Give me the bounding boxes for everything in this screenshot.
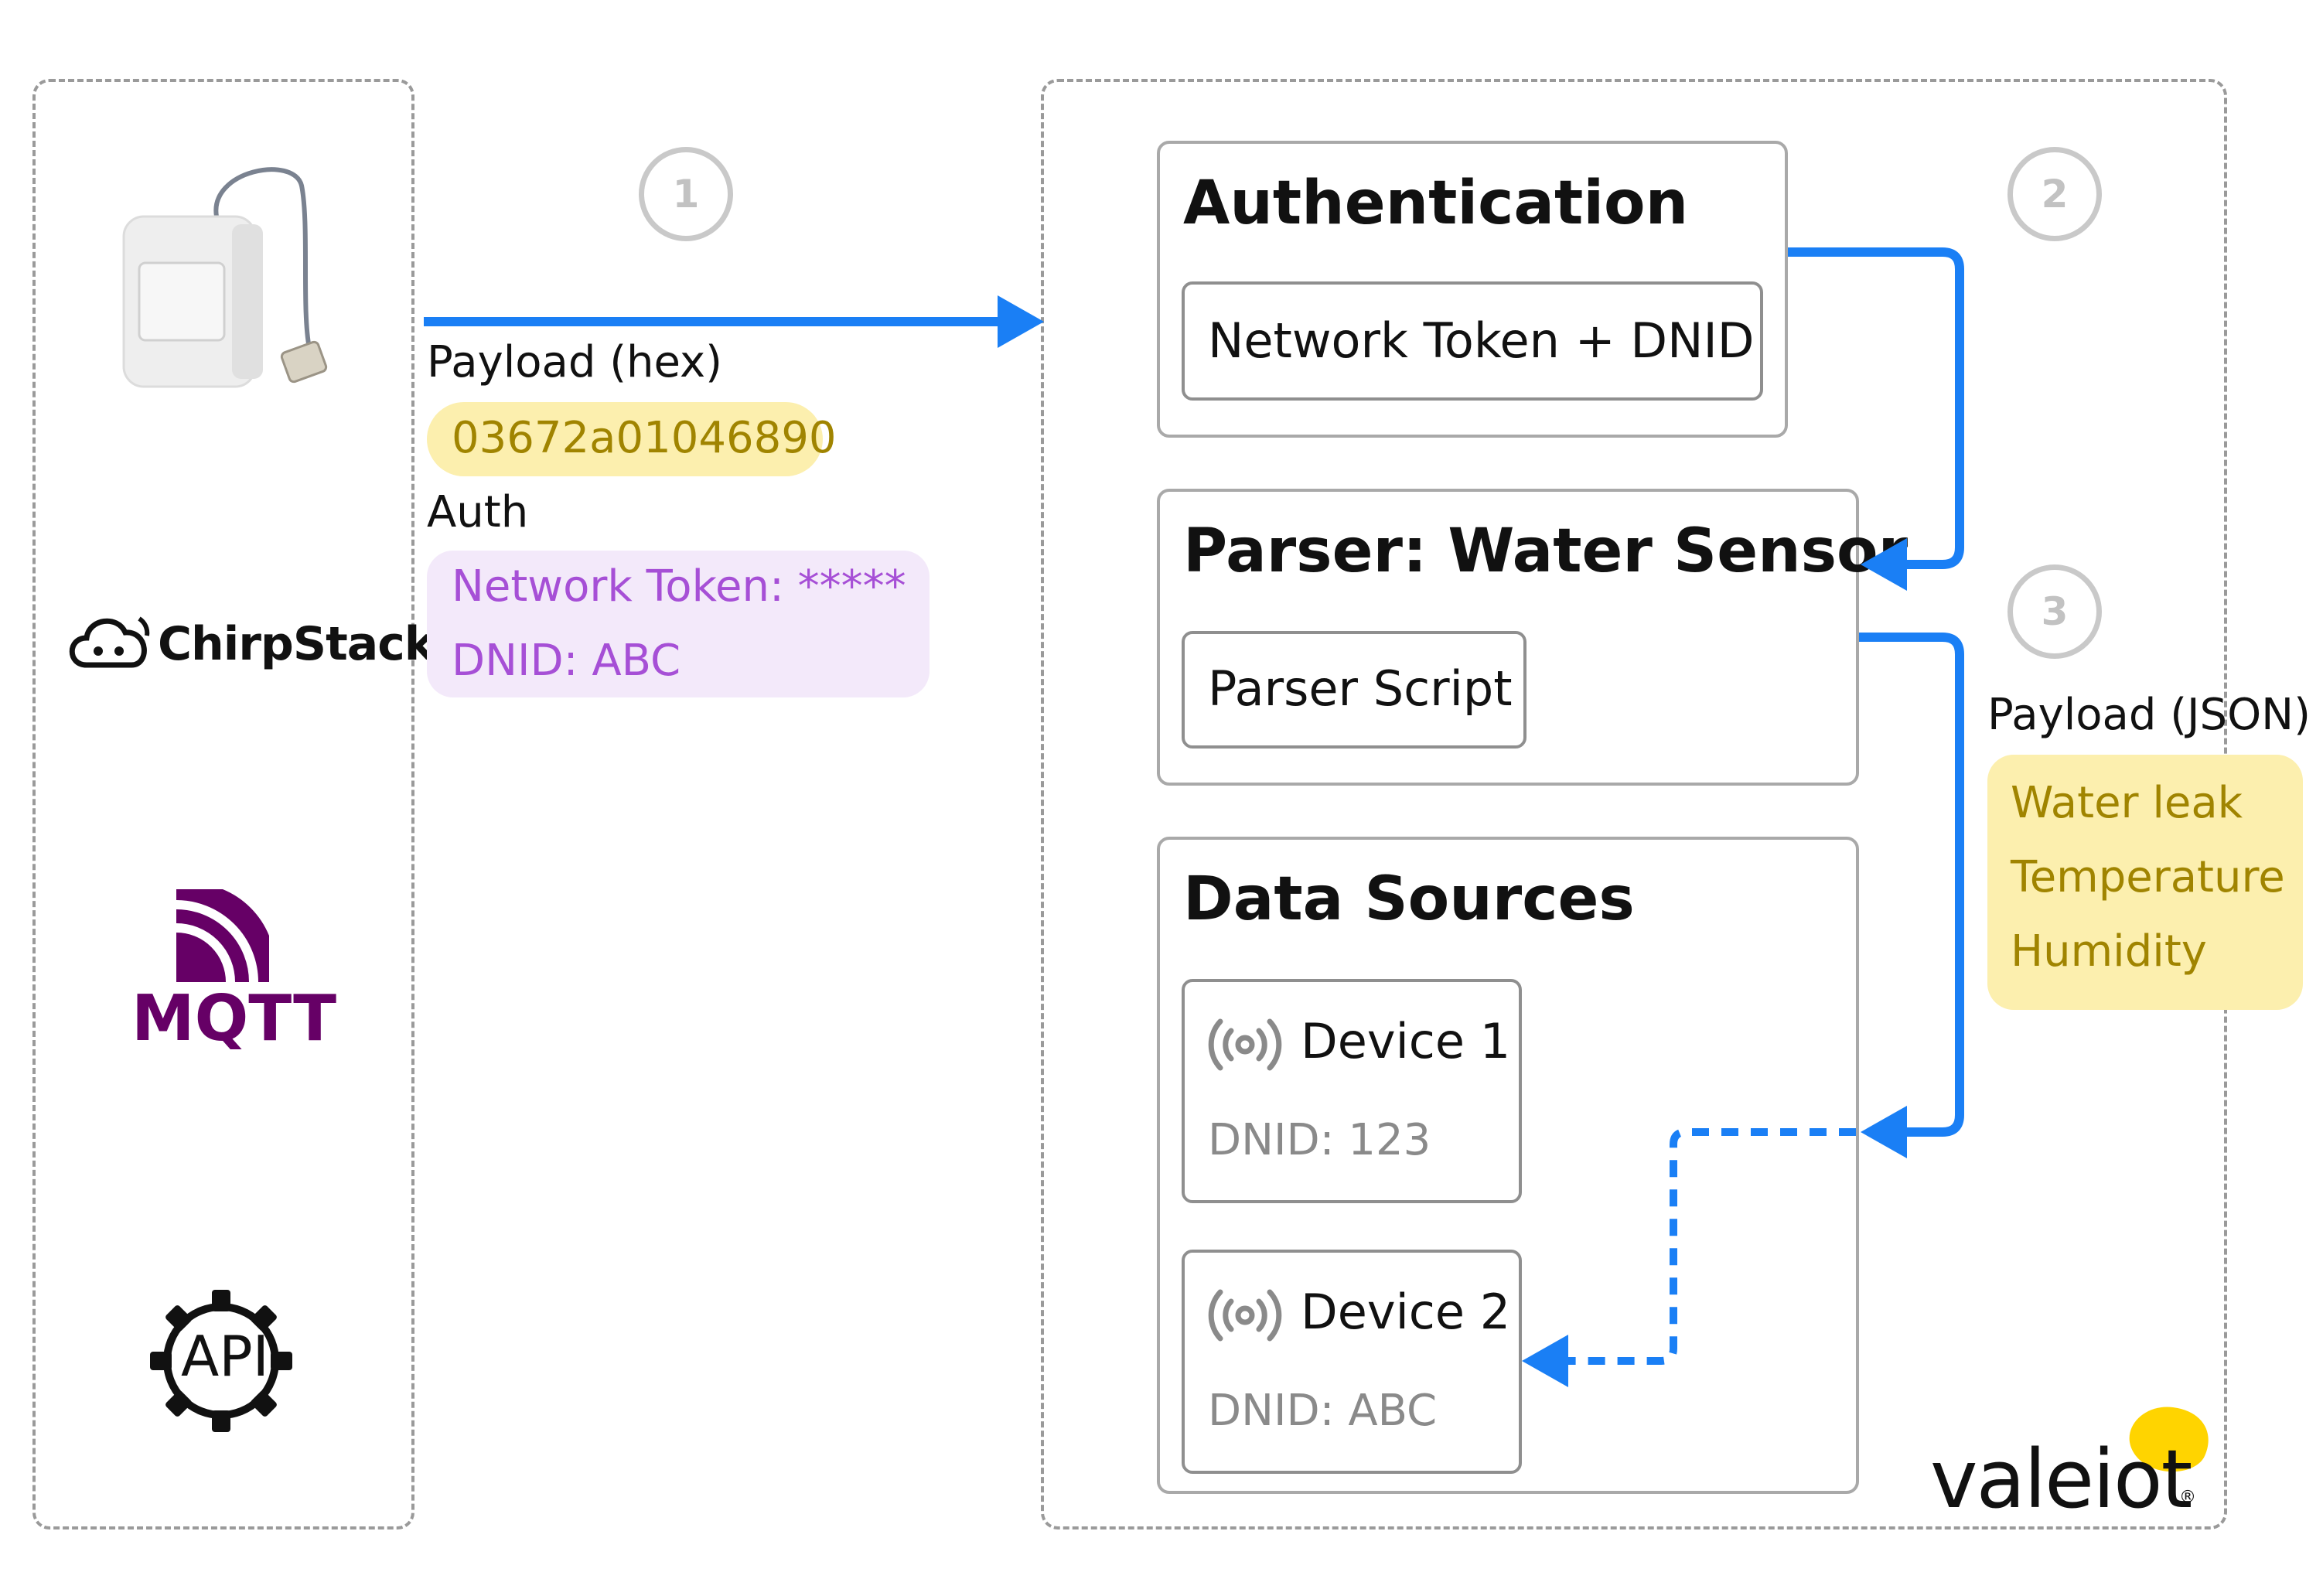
signal-icon [1208, 1289, 1282, 1342]
step-3-badge: 3 [2007, 564, 2102, 659]
auth-label: Auth [427, 487, 529, 537]
chirpstack-logo-icon [69, 616, 150, 668]
device-1-card: Device 1 DNID: 123 [1182, 979, 1522, 1203]
dashed-arrow-head [1522, 1335, 1568, 1387]
valeiot-logo-blob [2129, 1407, 2209, 1472]
network-token-dnid-text: Network Token + DNID [1208, 312, 1755, 369]
device-1-dnid: DNID: 123 [1208, 1115, 1431, 1165]
arrow-1-head [998, 295, 1044, 348]
json-field-temperature: Temperature [2011, 852, 2285, 902]
parser-script-text: Parser Script [1208, 660, 1513, 717]
api-gear-icon [150, 1290, 292, 1432]
auth-credentials: Network Token: ***** DNID: ABC [427, 551, 930, 697]
data-sources-box: Data Sources Device 1 DNID: 123 Device 2… [1157, 837, 1859, 1494]
payload-hex-value: 03672a01046890 [427, 402, 837, 476]
payload-hex-label: Payload (hex) [427, 337, 722, 387]
valeiot-logo-text: valeiot [1930, 1432, 2192, 1526]
arrow-3-head [1861, 1106, 1907, 1158]
chirpstack-logo-text: ChirpStack [158, 617, 435, 671]
parser-box: Parser: Water Sensor Parser Script [1157, 489, 1908, 786]
parser-title: Parser: Water Sensor [1183, 517, 1909, 586]
arrow-3-path [1859, 633, 1964, 1137]
device-2-card: Device 2 DNID: ABC [1182, 1250, 1522, 1474]
registered-mark: ® [2179, 1488, 2196, 1507]
mqtt-logo-icon [176, 889, 269, 982]
network-token-dnid-box: Network Token + DNID [1182, 281, 1763, 401]
device-2-dnid: DNID: ABC [1208, 1386, 1438, 1436]
api-logo-text: API [181, 1324, 269, 1389]
data-sources-title: Data Sources [1183, 864, 1635, 934]
dashed-arrow-path [1562, 1128, 1856, 1365]
network-token-text: Network Token: ***** [452, 561, 906, 612]
dnid-text: DNID: ABC [452, 636, 681, 686]
parser-script-box: Parser Script [1182, 631, 1526, 749]
signal-icon [1208, 1018, 1282, 1071]
payload-json-values: Water leak Temperature Humidity [1987, 755, 2303, 1010]
authentication-box: Authentication Network Token + DNID [1157, 141, 1788, 438]
integrations-panel [32, 79, 414, 1530]
json-field-humidity: Humidity [2011, 926, 2207, 977]
step-1-badge: 1 [639, 147, 733, 241]
mqtt-logo-text: MQTT [131, 982, 337, 1055]
payload-json-label: Payload (JSON) [1987, 690, 2311, 740]
arrow-2-path [1788, 247, 1964, 569]
authentication-title: Authentication [1183, 169, 1689, 238]
water-sensor-device-image [122, 167, 328, 388]
device-1-name: Device 1 [1301, 1013, 1511, 1069]
step-2-badge: 2 [2007, 147, 2102, 241]
json-field-water-leak: Water leak [2011, 778, 2243, 828]
device-2-name: Device 2 [1301, 1284, 1511, 1340]
arrow-2-head [1861, 538, 1907, 591]
